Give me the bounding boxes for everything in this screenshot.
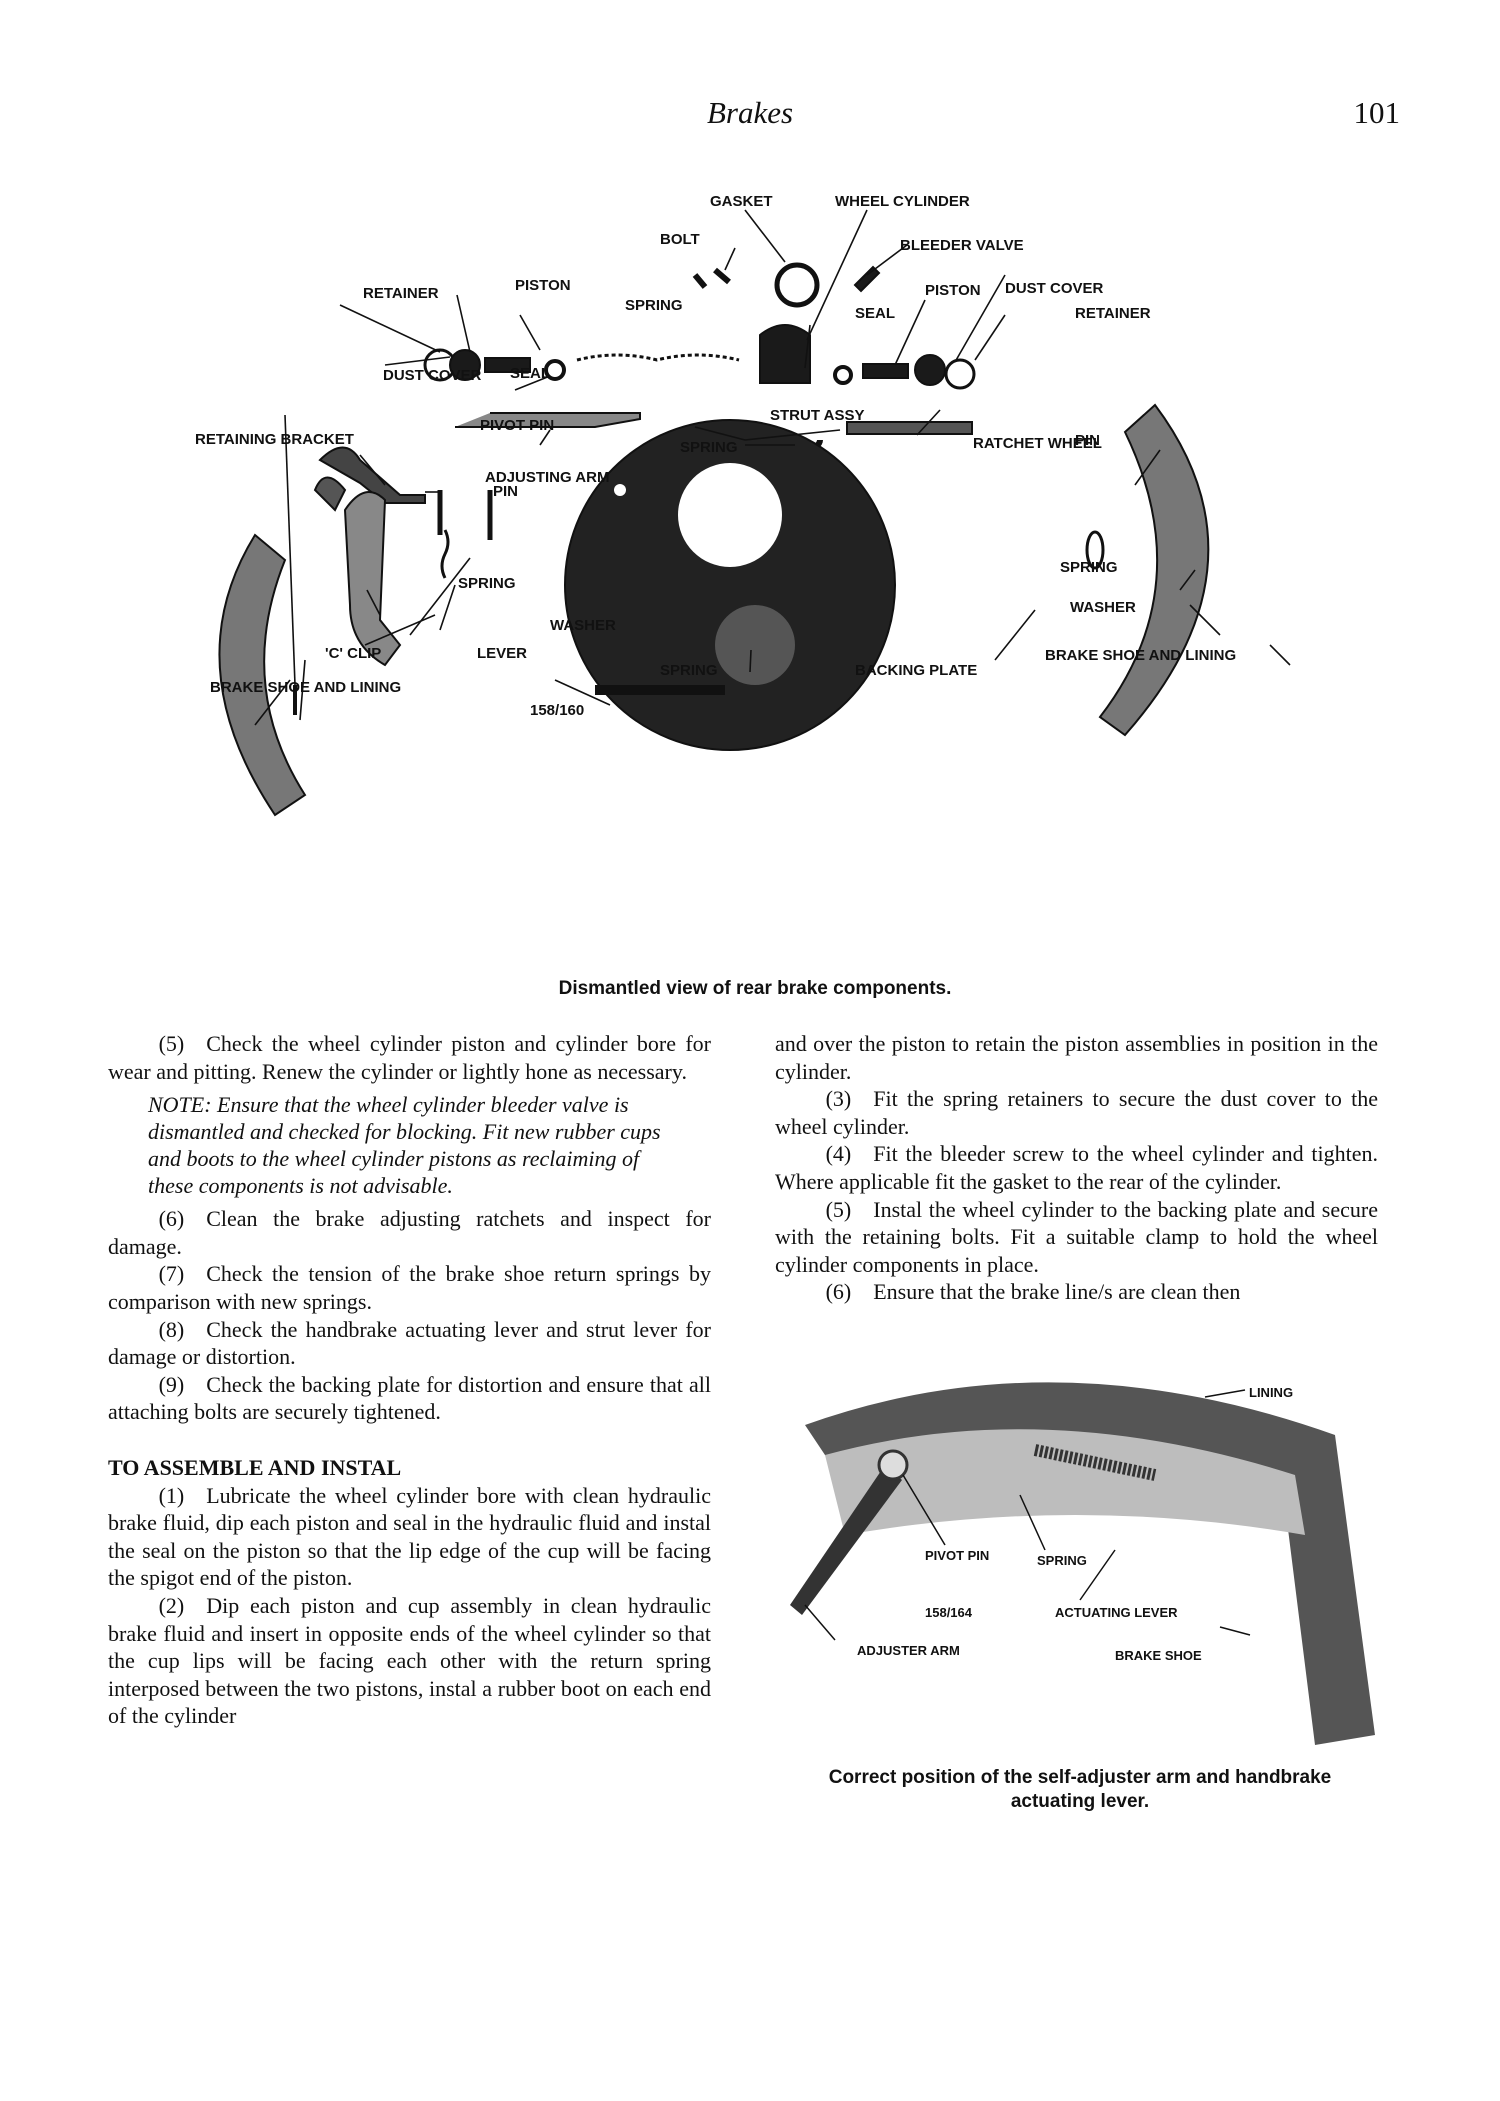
pivot-pin-photo <box>877 1449 909 1481</box>
wheel-cylinder-body <box>759 324 811 384</box>
label-pin-right: PIN <box>1075 432 1100 449</box>
label-gasket: GASKET <box>710 193 773 210</box>
page-number: 101 <box>1353 95 1401 130</box>
para-step-6: (6) Clean the brake adjusting ratchets a… <box>108 1206 711 1259</box>
label-adjusting-arm: ADJUSTING ARM <box>485 469 609 486</box>
label-spring-top: SPRING <box>625 297 683 314</box>
cylinder-spring <box>576 353 740 362</box>
strut-right <box>846 421 973 435</box>
seal-right <box>833 365 853 385</box>
label-actuating-lever: ACTUATING LEVER <box>1055 1605 1178 1620</box>
para-assemble-6: (6) Ensure that the brake line/s are cle… <box>825 1279 1241 1305</box>
label-lining: LINING <box>1249 1385 1293 1400</box>
figure1-caption: Dismantled view of rear brake components… <box>558 978 952 999</box>
label-piston-right: PISTON <box>925 282 981 299</box>
brake-shoe-left <box>218 533 307 817</box>
self-adjuster-photo: LINING PIVOT PIN SPRING 158/164 ACTUATIN… <box>790 1382 1375 1745</box>
para-assemble-2-continued: and over the piston to retain the piston… <box>775 1031 1378 1084</box>
label-pivot-pin: PIVOT PIN <box>480 417 554 434</box>
label-dust-cover-left: DUST COVER <box>383 367 482 384</box>
figure2-caption-line1: Correct position of the self-adjuster ar… <box>828 1767 1332 1788</box>
label-washer-right: WASHER <box>1070 599 1136 616</box>
para-assemble-3: (3) Fit the spring retainers to secure t… <box>775 1086 1378 1139</box>
seal-left <box>544 359 566 381</box>
right-column: and over the piston to retain the piston… <box>775 1030 1378 1306</box>
piston-right <box>862 363 909 379</box>
note-bleeder-valve: NOTE: Ensure that the wheel cylinder ble… <box>148 1092 661 1199</box>
left-column: (5) Check the wheel cylinder piston and … <box>108 1030 711 1730</box>
label-retainer-right: RETAINER <box>1075 305 1151 322</box>
label-strut-assy: STRUT ASSY <box>770 407 864 424</box>
para-assemble-5: (5) Instal the wheel cylinder to the bac… <box>775 1196 1378 1277</box>
label-washer-center: WASHER <box>550 617 616 634</box>
adjusting-arm-part <box>318 446 426 504</box>
para-step-7: (7) Check the tension of the brake shoe … <box>108 1261 711 1314</box>
label-wheel-cylinder: WHEEL CYLINDER <box>835 193 970 210</box>
figure2-caption: Correct position of the self-adjuster ar… <box>770 1766 1390 1814</box>
label-retainer-left: RETAINER <box>363 285 439 302</box>
retainer-left <box>449 349 481 381</box>
label-bleeder-valve: BLEEDER VALVE <box>900 237 1024 254</box>
label-spring-strut: SPRING <box>680 439 738 456</box>
spring-coil-left <box>440 529 450 579</box>
pins-part <box>437 490 493 540</box>
label-adjuster-arm: ADJUSTER ARM <box>857 1643 960 1658</box>
bleeder-valve-part <box>853 265 881 293</box>
backing-plate-disc <box>564 419 896 751</box>
para-assemble-2: (2) Dip each piston and cup assembly in … <box>108 1592 711 1729</box>
figure1-ref-number: 158/160 <box>530 702 584 719</box>
dust-cover-right <box>944 358 976 390</box>
label-brake-shoe-right: BRAKE SHOE AND LINING <box>1045 647 1236 664</box>
label-spring-bottom: SPRING <box>660 662 718 679</box>
label-c-clip: 'C' CLIP <box>325 645 381 662</box>
label-spring-center: SPRING <box>458 575 516 592</box>
label-spring-2: SPRING <box>1037 1553 1087 1568</box>
running-header-title: Brakes <box>706 95 794 130</box>
adjuster-arm-photo <box>790 1465 902 1615</box>
gasket-ring <box>774 262 820 308</box>
label-brake-shoe-left: BRAKE SHOE AND LINING <box>210 679 401 696</box>
piston-left <box>484 357 531 373</box>
label-backing-plate: BACKING PLATE <box>855 662 977 679</box>
para-step-9: (9) Check the backing plate for distorti… <box>108 1371 711 1425</box>
label-lever: LEVER <box>477 645 527 662</box>
strut-left <box>455 412 641 428</box>
label-ratchet-wheel: RATCHET WHEEL <box>973 435 1102 452</box>
label-pivot-pin-2: PIVOT PIN <box>925 1548 989 1563</box>
para-step-5: (5) Check the wheel cylinder piston and … <box>108 1031 711 1084</box>
shoe-web-photo <box>825 1429 1305 1535</box>
figure2-caption-line2: actuating lever. <box>1010 1791 1150 1812</box>
spring-coil-right <box>1085 530 1105 570</box>
lever-part <box>343 491 402 667</box>
label-retaining-bracket: RETAINING BRACKET <box>195 431 354 448</box>
retainer-right <box>914 354 946 386</box>
label-pin-center: PIN <box>493 483 518 500</box>
label-brake-shoe-2: BRAKE SHOE <box>1115 1648 1202 1663</box>
label-spring-right: SPRING <box>1060 559 1118 576</box>
label-seal-right: SEAL <box>855 305 895 322</box>
label-dust-cover-right: DUST COVER <box>1005 280 1104 297</box>
exploded-brake-diagram: GASKET WHEEL CYLINDER BOLT BLEEDER VALVE… <box>195 193 1291 817</box>
label-seal-left: SEAL <box>510 365 550 382</box>
para-step-8: (8) Check the handbrake actuating lever … <box>108 1316 711 1370</box>
label-piston-left: PISTON <box>515 277 571 294</box>
figure2-ref-number: 158/164 <box>925 1605 973 1620</box>
para-assemble-4: (4) Fit the bleeder screw to the wheel c… <box>775 1141 1378 1194</box>
label-bolt: BOLT <box>660 231 700 248</box>
para-assemble-1: (1) Lubricate the wheel cylinder bore wi… <box>108 1482 711 1591</box>
section-heading-assemble: TO ASSEMBLE AND INSTAL <box>108 1454 402 1480</box>
retaining-bracket-part <box>313 476 347 512</box>
bolt-part <box>692 267 731 289</box>
spring-photo <box>1033 1444 1157 1481</box>
brake-shoe-right <box>1098 403 1210 737</box>
